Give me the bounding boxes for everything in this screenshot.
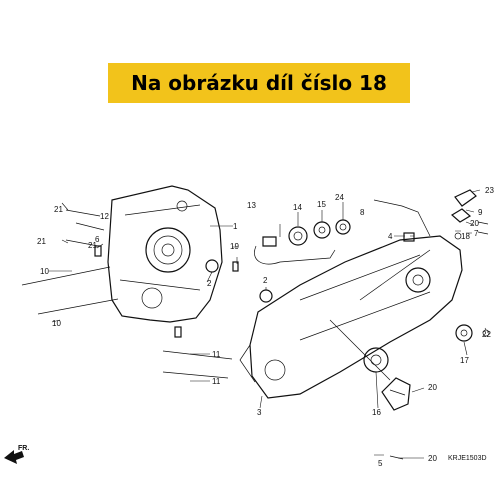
callout-4: 4 [388, 232, 393, 241]
leader-lines [49, 189, 487, 459]
callout-20b: 20 [428, 383, 437, 392]
callout-22: 22 [482, 330, 491, 339]
callout-6: 6 [95, 235, 100, 244]
callout-20a: 20 [470, 219, 479, 228]
callout-19: 19 [230, 242, 239, 251]
callout-2a: 2 [207, 279, 212, 288]
banner-text: Na obrázku díl číslo 18 [131, 71, 387, 95]
callout-13: 13 [247, 201, 256, 210]
callout-16: 16 [372, 408, 381, 417]
callout-9: 9 [478, 208, 483, 217]
small-parts [94, 189, 477, 411]
callout-8: 8 [360, 208, 365, 217]
callout-3: 3 [257, 408, 262, 417]
callout-17: 17 [460, 356, 469, 365]
diagram-code: KRJE1503D [448, 455, 487, 462]
callout-24: 24 [335, 193, 344, 202]
callout-14: 14 [293, 203, 302, 212]
callout-1: 1 [233, 222, 238, 231]
callout-10b: 10 [52, 319, 61, 328]
callout-11a: 11 [212, 350, 221, 359]
callout-18: 18 [461, 232, 470, 241]
callout-21c: 21 [88, 241, 97, 250]
callout-15: 15 [317, 200, 326, 209]
callout-20c: 20 [428, 454, 437, 463]
title-banner: Na obrázku díl číslo 18 [108, 63, 410, 103]
callout-7: 7 [474, 229, 479, 238]
callout-labels: 1 2 2 3 4 5 6 7 8 9 10 10 11 11 12 13 14… [37, 186, 494, 468]
callout-5: 5 [378, 459, 383, 468]
callout-21a: 21 [54, 205, 63, 214]
front-label: FR. [18, 445, 29, 452]
callout-21b: 21 [37, 237, 46, 246]
bolts [21, 209, 490, 460]
callout-12: 12 [100, 212, 109, 221]
callout-23: 23 [485, 186, 494, 195]
right-crankcase [239, 235, 463, 399]
left-crankcase [107, 185, 223, 323]
front-arrow: FR. [4, 445, 29, 464]
callout-11b: 11 [212, 377, 221, 386]
callout-10a: 10 [40, 267, 49, 276]
callout-2b: 2 [263, 276, 268, 285]
